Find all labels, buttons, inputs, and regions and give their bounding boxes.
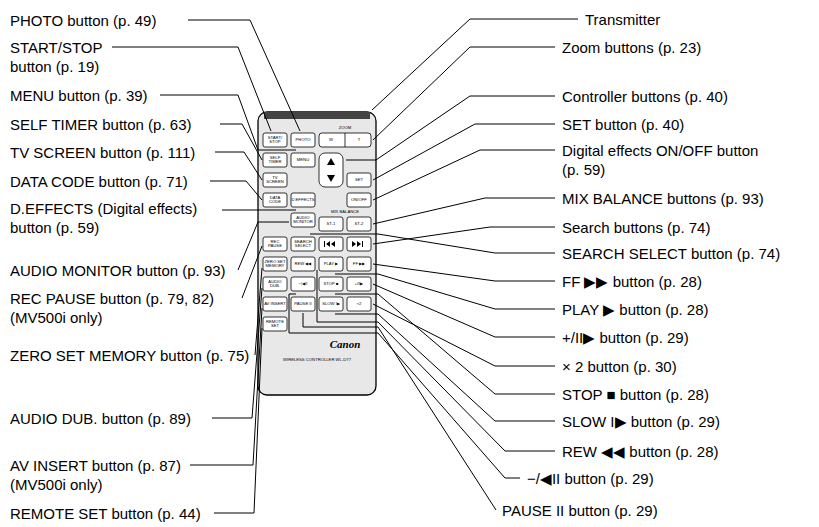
callout-label: PAUSE II button (p. 29)	[502, 501, 658, 520]
callout-label: STOP ■ button (p. 28)	[562, 385, 709, 404]
callout-label: SET button (p. 40)	[562, 115, 684, 134]
button-label: TV SCREEN	[264, 173, 286, 187]
button-label: ×2	[348, 297, 370, 311]
button-label: MIX BALANCE	[320, 210, 370, 215]
callout-label: Transmitter	[585, 10, 660, 29]
button-label: START/ STOP	[264, 133, 286, 147]
callout-label: TV SCREEN button (p. 111)	[10, 143, 195, 162]
callout-label: SLOW I▶ button (p. 29)	[562, 412, 720, 431]
button-label: FF ▶▶	[348, 257, 370, 271]
button-label: D.EFFECTS	[292, 193, 314, 207]
callout-label: −/◀II button (p. 29)	[527, 469, 654, 488]
button-label: AUDIO MONITOR	[292, 213, 314, 227]
model-text: WIRELESS CONTROLLER WL-D77	[261, 357, 373, 363]
button-label: SEARCH SELECT	[292, 237, 314, 251]
callout-label: Search buttons (p. 74)	[562, 218, 710, 237]
callout-label: REW ◀◀ button (p. 28)	[562, 442, 719, 461]
callout-label: × 2 button (p. 30)	[562, 357, 677, 376]
callout-label: AUDIO MONITOR button (p. 93)	[10, 261, 226, 280]
button-label: PHOTO	[292, 133, 314, 147]
callout-label: D.EFFECTS (Digital effects) button (p. 5…	[10, 199, 215, 237]
button-label: ST-2	[348, 217, 370, 231]
callout-label: PHOTO button (p. 49)	[10, 11, 156, 30]
callout-label: DATA CODE button (p. 71)	[10, 172, 188, 191]
button-label: REMOTE SET	[264, 317, 286, 331]
button-label: T	[348, 134, 370, 146]
button-label: AV INSERT	[264, 297, 286, 311]
button-label: PAUSE II	[292, 297, 314, 311]
callout-label: PLAY ▶ button (p. 28)	[562, 300, 709, 319]
callout-label: AUDIO DUB. button (p. 89)	[10, 409, 191, 428]
button-label: MENU	[292, 153, 314, 167]
button-label: ON/OFF	[348, 193, 370, 207]
callout-label: MIX BALANCE buttons (p. 93)	[562, 189, 764, 208]
button-label: ZOOM	[330, 126, 360, 131]
callout-label: REMOTE SET button (p. 44)	[10, 504, 201, 523]
callout-label: SEARCH SELECT button (p. 74)	[562, 244, 780, 263]
callout-label: ZERO SET MEMORY button (p. 75)	[10, 346, 249, 365]
button-label: SLOW I▶	[320, 297, 342, 311]
callout-label: SELF TIMER button (p. 63)	[10, 115, 191, 134]
callout-label: Controller buttons (p. 40)	[562, 87, 728, 106]
button-label: ST-1	[320, 217, 342, 231]
callout-label: Digital effects ON/OFF button (p. 59)	[562, 141, 777, 179]
button-label: REC PAUSE	[264, 237, 286, 251]
button-label: ZERO SET MEMORY	[264, 257, 286, 271]
button-label: STOP ■	[320, 277, 342, 291]
button-label: AUDIO DUB.	[264, 277, 286, 291]
brand-logo: Canon	[320, 339, 370, 351]
callout-label: Zoom buttons (p. 23)	[562, 38, 701, 57]
remote-body	[258, 112, 376, 395]
button-label: REW ◀◀	[292, 257, 314, 271]
callout-label: MENU button (p. 39)	[10, 86, 148, 105]
button-label: SET	[348, 173, 370, 187]
button-label: −/◀II	[292, 277, 314, 291]
callout-label: FF ▶▶ button (p. 28)	[562, 272, 702, 291]
callout-label: START/STOP button (p. 19)	[10, 38, 130, 76]
button-label: DATA CODE	[264, 193, 286, 207]
button-label: +/II▶	[348, 277, 370, 291]
button-label: PLAY ▶	[320, 257, 342, 271]
button-label: W	[320, 134, 342, 146]
button-label: SELF TIMER	[264, 153, 286, 167]
callout-label: REC PAUSE button (p. 79, 82) (MV500i onl…	[10, 289, 238, 327]
callout-label: AV INSERT button (p. 87) (MV500i only)	[10, 456, 195, 494]
callout-label: +/II▶ button (p. 29)	[562, 328, 689, 347]
